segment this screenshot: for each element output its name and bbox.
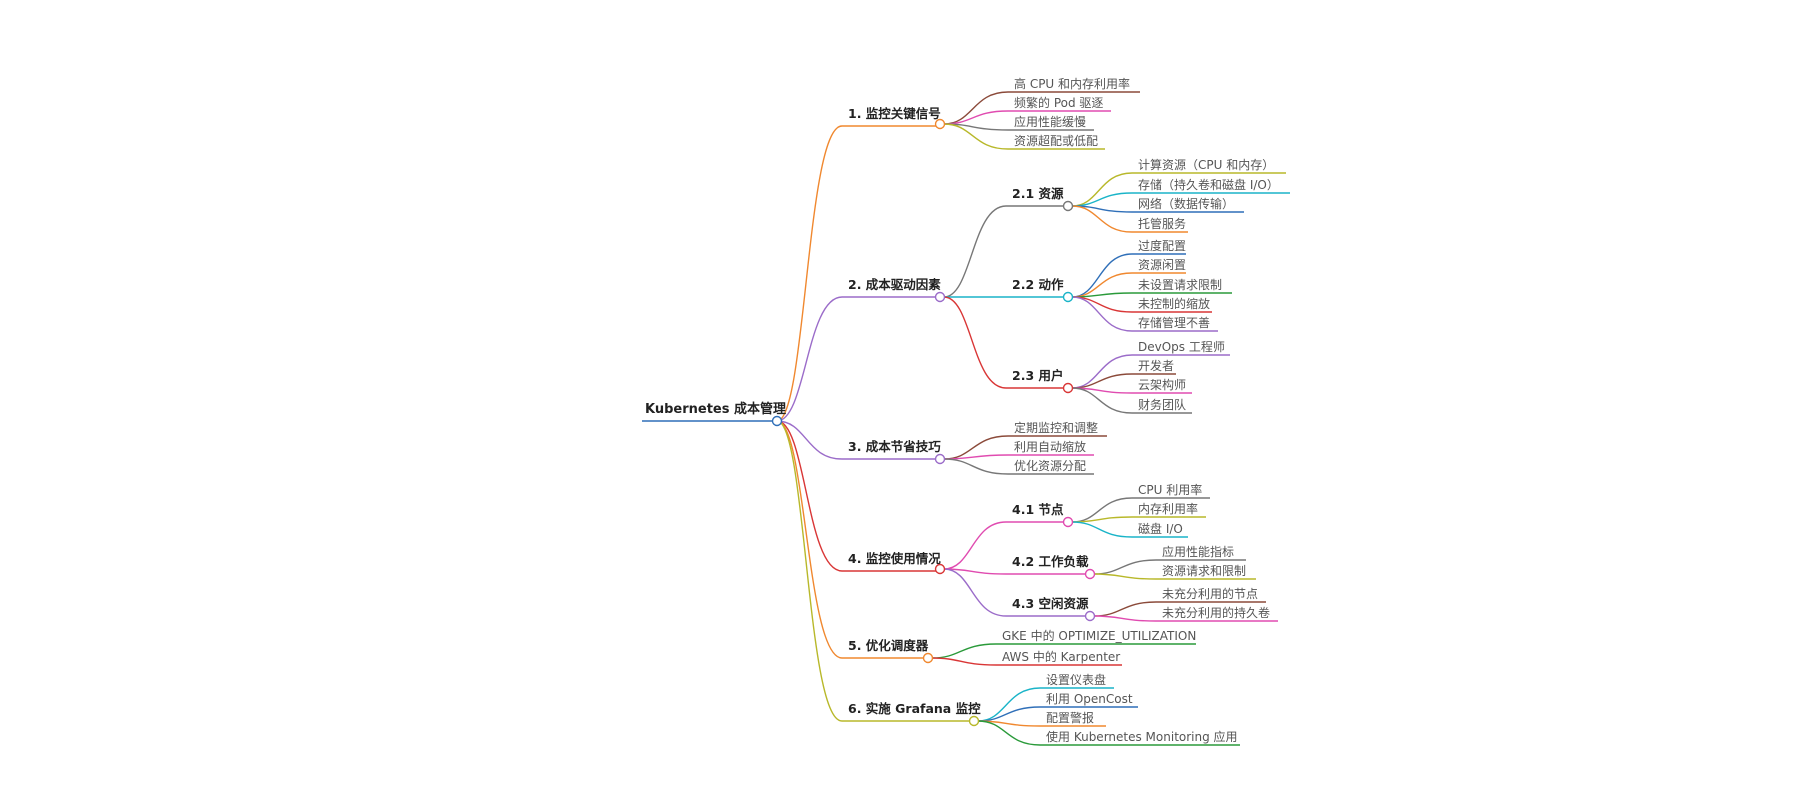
leaf-node-label: 设置仪表盘 bbox=[1046, 672, 1106, 687]
sub-branch-connector bbox=[943, 568, 1007, 575]
leaf-node-label: 应用性能指标 bbox=[1162, 544, 1234, 559]
branch-node-label: 3. 成本节省技巧 bbox=[848, 439, 941, 454]
sub-branch-collapse-toggle[interactable] bbox=[1084, 568, 1096, 580]
leaf-node-label: 财务团队 bbox=[1138, 397, 1186, 412]
branch-collapse-toggle[interactable] bbox=[934, 118, 946, 130]
leaf-connector bbox=[1071, 516, 1133, 523]
branch-node-label: 4. 监控使用情况 bbox=[848, 551, 941, 566]
leaf-node-label: 使用 Kubernetes Monitoring 应用 bbox=[1046, 729, 1238, 744]
leaf-connector bbox=[1071, 296, 1133, 332]
leaf-connector bbox=[977, 720, 1041, 746]
leaf-node-label: 云架构师 bbox=[1138, 377, 1186, 392]
leaf-node-label: 资源请求和限制 bbox=[1162, 564, 1246, 578]
branch-connector bbox=[776, 420, 843, 659]
leaf-connector bbox=[943, 123, 1009, 150]
leaf-connector bbox=[1071, 296, 1133, 313]
leaf-node-label: 网络（数据传输） bbox=[1138, 196, 1234, 211]
leaf-connector bbox=[943, 454, 1009, 460]
leaf-node-label: 优化资源分配 bbox=[1014, 459, 1086, 473]
sub-branch-connector bbox=[943, 568, 1007, 617]
leaf-node-label: 存储（持久卷和磁盘 I/O） bbox=[1138, 177, 1279, 192]
leaf-node-label: 资源超配或低配 bbox=[1014, 133, 1098, 148]
leaf-connector bbox=[1093, 601, 1157, 617]
leaf-node-label: AWS 中的 Karpenter bbox=[1002, 649, 1120, 664]
leaf-node-label: 未控制的缩放 bbox=[1138, 296, 1210, 311]
leaf-connector bbox=[943, 458, 1009, 475]
leaf-node-label: CPU 利用率 bbox=[1138, 482, 1202, 497]
leaf-node-label: DevOps 工程师 bbox=[1138, 339, 1225, 354]
leaf-node-label: 托管服务 bbox=[1138, 216, 1186, 231]
sub-branch-collapse-toggle[interactable] bbox=[1084, 610, 1096, 622]
leaf-node-label: 未充分利用的持久卷 bbox=[1162, 605, 1270, 620]
leaf-node-label: 利用 OpenCost bbox=[1046, 692, 1133, 706]
sub-branch-label: 4.2 工作负载 bbox=[1012, 554, 1089, 569]
leaf-connector bbox=[1071, 172, 1133, 207]
leaf-connector bbox=[1071, 497, 1133, 523]
sub-branch-collapse-toggle[interactable] bbox=[1062, 516, 1074, 528]
root-node-label: Kubernetes 成本管理 bbox=[645, 401, 786, 417]
sub-branch-label: 4.1 节点 bbox=[1012, 502, 1064, 517]
branch-collapse-toggle[interactable] bbox=[934, 291, 946, 303]
leaf-connector bbox=[931, 657, 997, 666]
branch-connector bbox=[776, 420, 843, 460]
sub-branch-collapse-toggle[interactable] bbox=[1062, 291, 1074, 303]
leaf-node-label: 应用性能缓慢 bbox=[1014, 114, 1086, 129]
leaf-node-label: 计算资源（CPU 和内存） bbox=[1138, 157, 1274, 172]
leaf-connector bbox=[1093, 615, 1157, 622]
leaf-node-label: 资源闲置 bbox=[1138, 258, 1186, 272]
leaf-node-label: 定期监控和调整 bbox=[1014, 420, 1098, 435]
leaf-node-label: 配置警报 bbox=[1046, 710, 1094, 725]
sub-branch-connector bbox=[943, 205, 1007, 298]
leaf-connector bbox=[1071, 253, 1133, 298]
mindmap-nodes: Kubernetes 成本管理 1. 监控关键信号 高 CPU 和内存利用率频繁的 … bbox=[645, 76, 1279, 744]
branch-collapse-toggle[interactable] bbox=[934, 453, 946, 465]
leaf-node-label: GKE 中的 OPTIMIZE_UTILIZATION bbox=[1002, 628, 1196, 643]
branch-connector bbox=[776, 296, 843, 422]
leaf-node-label: 开发者 bbox=[1138, 358, 1174, 373]
branch-connector bbox=[776, 420, 843, 572]
branch-node-label: 2. 成本驱动因素 bbox=[848, 277, 941, 292]
sub-branch-collapse-toggle[interactable] bbox=[1062, 200, 1074, 212]
root-collapse-toggle[interactable] bbox=[771, 415, 783, 427]
leaf-connector bbox=[931, 643, 997, 659]
branch-collapse-toggle[interactable] bbox=[934, 563, 946, 575]
branch-connector bbox=[776, 420, 843, 722]
leaf-node-label: 频繁的 Pod 驱逐 bbox=[1014, 95, 1103, 110]
leaf-connector bbox=[1093, 573, 1157, 580]
sub-branch-label: 2.3 用户 bbox=[1012, 368, 1064, 383]
leaf-connector bbox=[1071, 387, 1133, 414]
mindmap-links bbox=[642, 91, 1290, 746]
leaf-node-label: 内存利用率 bbox=[1138, 501, 1198, 516]
sub-branch-label: 2.2 动作 bbox=[1012, 277, 1064, 292]
leaf-node-label: 磁盘 I/O bbox=[1138, 521, 1183, 536]
leaf-connector bbox=[977, 687, 1041, 722]
leaf-node-label: 未充分利用的节点 bbox=[1162, 586, 1258, 601]
sub-branch-label: 4.3 空闲资源 bbox=[1012, 596, 1089, 611]
leaf-connector bbox=[1093, 559, 1157, 575]
branch-connector bbox=[776, 125, 843, 422]
leaf-node-label: 存储管理不善 bbox=[1138, 315, 1210, 330]
leaf-node-label: 高 CPU 和内存利用率 bbox=[1014, 76, 1130, 91]
leaf-connector bbox=[943, 91, 1009, 125]
leaf-connector bbox=[1071, 521, 1133, 538]
leaf-connector bbox=[1071, 354, 1133, 389]
leaf-node-label: 过度配置 bbox=[1138, 238, 1186, 253]
sub-branch-collapse-toggle[interactable] bbox=[1062, 382, 1074, 394]
sub-branch-label: 2.1 资源 bbox=[1012, 186, 1064, 201]
branch-node-label: 1. 监控关键信号 bbox=[848, 106, 941, 121]
branch-node-label: 6. 实施 Grafana 监控 bbox=[848, 701, 981, 716]
leaf-connector bbox=[1071, 205, 1133, 233]
sub-branch-connector bbox=[943, 296, 1007, 389]
branch-node-label: 5. 优化调度器 bbox=[848, 638, 929, 653]
branch-collapse-toggle[interactable] bbox=[968, 715, 980, 727]
leaf-node-label: 利用自动缩放 bbox=[1014, 439, 1086, 454]
sub-branch-connector bbox=[943, 521, 1007, 570]
leaf-node-label: 未设置请求限制 bbox=[1138, 278, 1222, 292]
branch-collapse-toggle[interactable] bbox=[922, 652, 934, 664]
